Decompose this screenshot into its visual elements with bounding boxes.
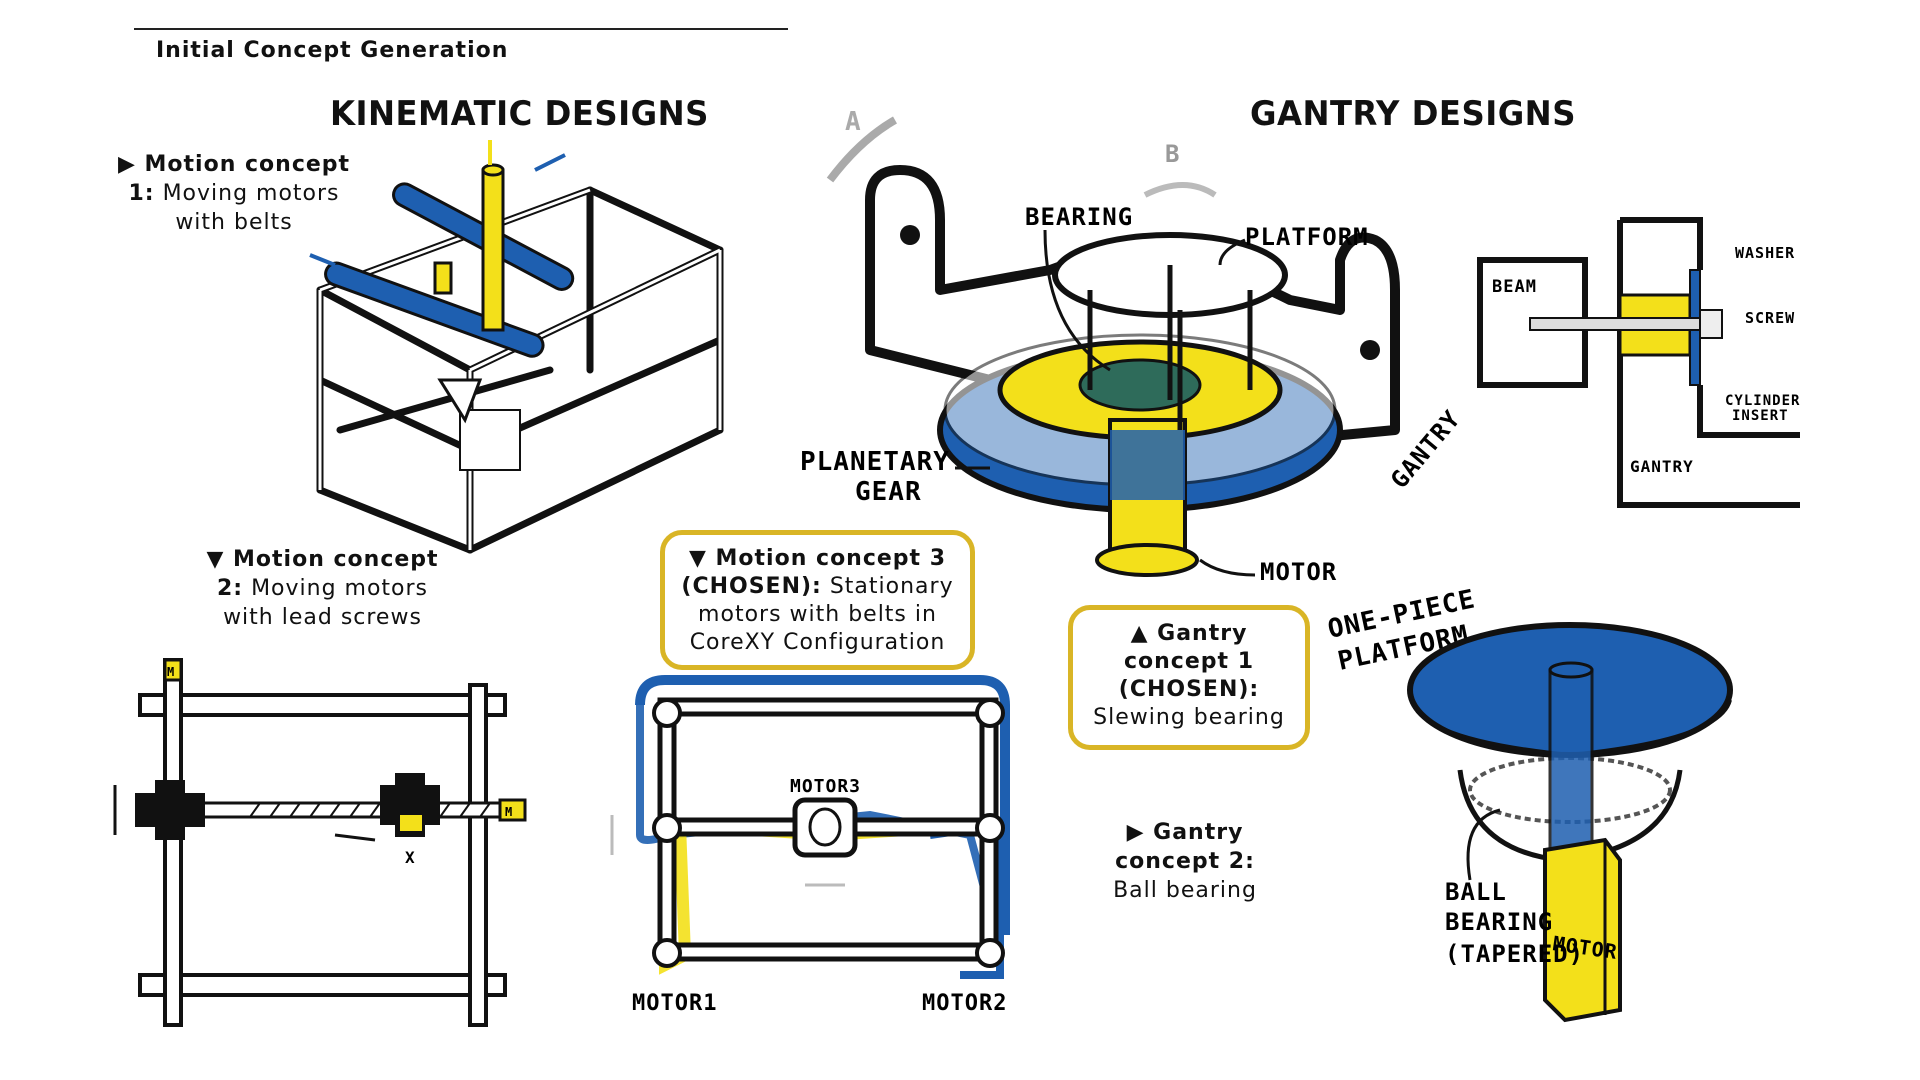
motion-concept-2-number: 2: xyxy=(216,576,244,601)
ball-bearing-label-a: BALL xyxy=(1445,878,1507,906)
platform-label: PLATFORM xyxy=(1245,223,1369,251)
bearing-label: BEARING xyxy=(1025,203,1133,231)
ball-bearing-label-b: BEARING xyxy=(1445,908,1553,936)
gantry-concept-2-title-b: concept 2: xyxy=(1115,849,1255,874)
beam-label: BEAM xyxy=(1492,277,1537,297)
motion-concept-2-text-a: Moving motors xyxy=(251,576,429,601)
motion-concept-2-text-b: with lead screws xyxy=(223,605,422,630)
motion-concept-3-text-b: motors with belts in xyxy=(698,602,937,627)
cylinder-insert-label-a: CYLINDER xyxy=(1725,393,1800,409)
gantry-concept-1-title: ▲ Gantry xyxy=(1130,621,1248,646)
corexy-sketch: MOTOR3 MOTOR1 MOTOR2 xyxy=(610,675,1010,1016)
lead-screw-m-tag-2: M xyxy=(505,805,513,819)
gantry-concept-1-sketch: A B BEARING PLATFORM PLANETARY GEAR GANT… xyxy=(800,107,1466,586)
gantry-heading: GANTRY DESIGNS xyxy=(1250,94,1576,134)
planetary-gear-label-a: PLANETARY xyxy=(800,447,950,477)
kinematic-heading: KINEMATIC DESIGNS xyxy=(330,94,709,134)
motion-concept-1-text-b: with belts xyxy=(175,210,293,235)
gantry-concept-2-title: ▶ Gantry xyxy=(1126,820,1244,845)
motor1-label: MOTOR1 xyxy=(632,991,717,1016)
gantry-concept-2-sketch: ONE-PIECE PLATFORM MOTOR BALL BEARING (T… xyxy=(1325,584,1733,1023)
axis-a-label: A xyxy=(845,107,862,137)
motion-concept-3-text-a: Stationary xyxy=(829,574,954,599)
page-subtitle: Initial Concept Generation xyxy=(156,38,509,63)
motion-concept-2-caption: ▼ Motion concept 2: Moving motors with l… xyxy=(190,545,455,632)
motor2-label: MOTOR2 xyxy=(922,991,1007,1016)
motion-concept-3-title: ▼ Motion concept 3 xyxy=(688,546,947,571)
motor3-label: MOTOR3 xyxy=(790,776,861,797)
motion-concept-2-sketch: M M X xyxy=(113,658,527,1027)
axis-b-label: B xyxy=(1165,140,1180,168)
cylinder-insert-label-b: INSERT xyxy=(1732,408,1789,424)
planetary-gear-label-b: GEAR xyxy=(855,477,922,507)
motion-concept-1-title: ▶ Motion concept xyxy=(117,152,351,177)
motor-label: MOTOR xyxy=(1260,558,1337,586)
motion-concept-1-number: 1: xyxy=(128,181,155,206)
gantry-detail-label: GANTRY xyxy=(1630,457,1694,476)
gantry-concept-2-text: Ball bearing xyxy=(1113,878,1257,903)
lead-screw-m-tag-1: M xyxy=(167,665,175,679)
gantry-concept-2-caption: ▶ Gantry concept 2: Ball bearing xyxy=(1090,818,1280,905)
ball-bearing-label-c: (TAPERED) xyxy=(1445,940,1584,968)
cylinder-insert-detail: BEAM WASHER SCREW CYLINDER INSERT GANTRY xyxy=(1477,217,1800,508)
washer-label: WASHER xyxy=(1735,244,1795,262)
gantry-concept-1-title-b: concept 1 xyxy=(1123,649,1254,674)
motion-concept-1-caption: ▶ Motion concept 1: Moving motors with b… xyxy=(104,150,364,237)
motion-concept-1-text-a: Moving motors xyxy=(162,181,340,206)
top-rule xyxy=(134,28,788,30)
gantry-concept-1-box: ▲ Gantry concept 1 (CHOSEN): Slewing bea… xyxy=(1068,605,1310,750)
gantry-concept-1-chosen: (CHOSEN): xyxy=(1118,677,1260,702)
carriage-x-mark: X xyxy=(405,848,416,867)
motion-concept-1-sketch xyxy=(309,140,724,554)
motion-concept-3-text-c: CoreXY Configuration xyxy=(689,630,946,655)
motion-concept-3-chosen: (CHOSEN): xyxy=(681,574,822,599)
motion-concept-2-title: ▼ Motion concept xyxy=(206,547,439,572)
motion-concept-3-box: ▼ Motion concept 3 (CHOSEN): Stationary … xyxy=(660,530,975,670)
gantry-concept-1-text: Slewing bearing xyxy=(1093,705,1285,730)
screw-label: SCREW xyxy=(1745,309,1795,327)
